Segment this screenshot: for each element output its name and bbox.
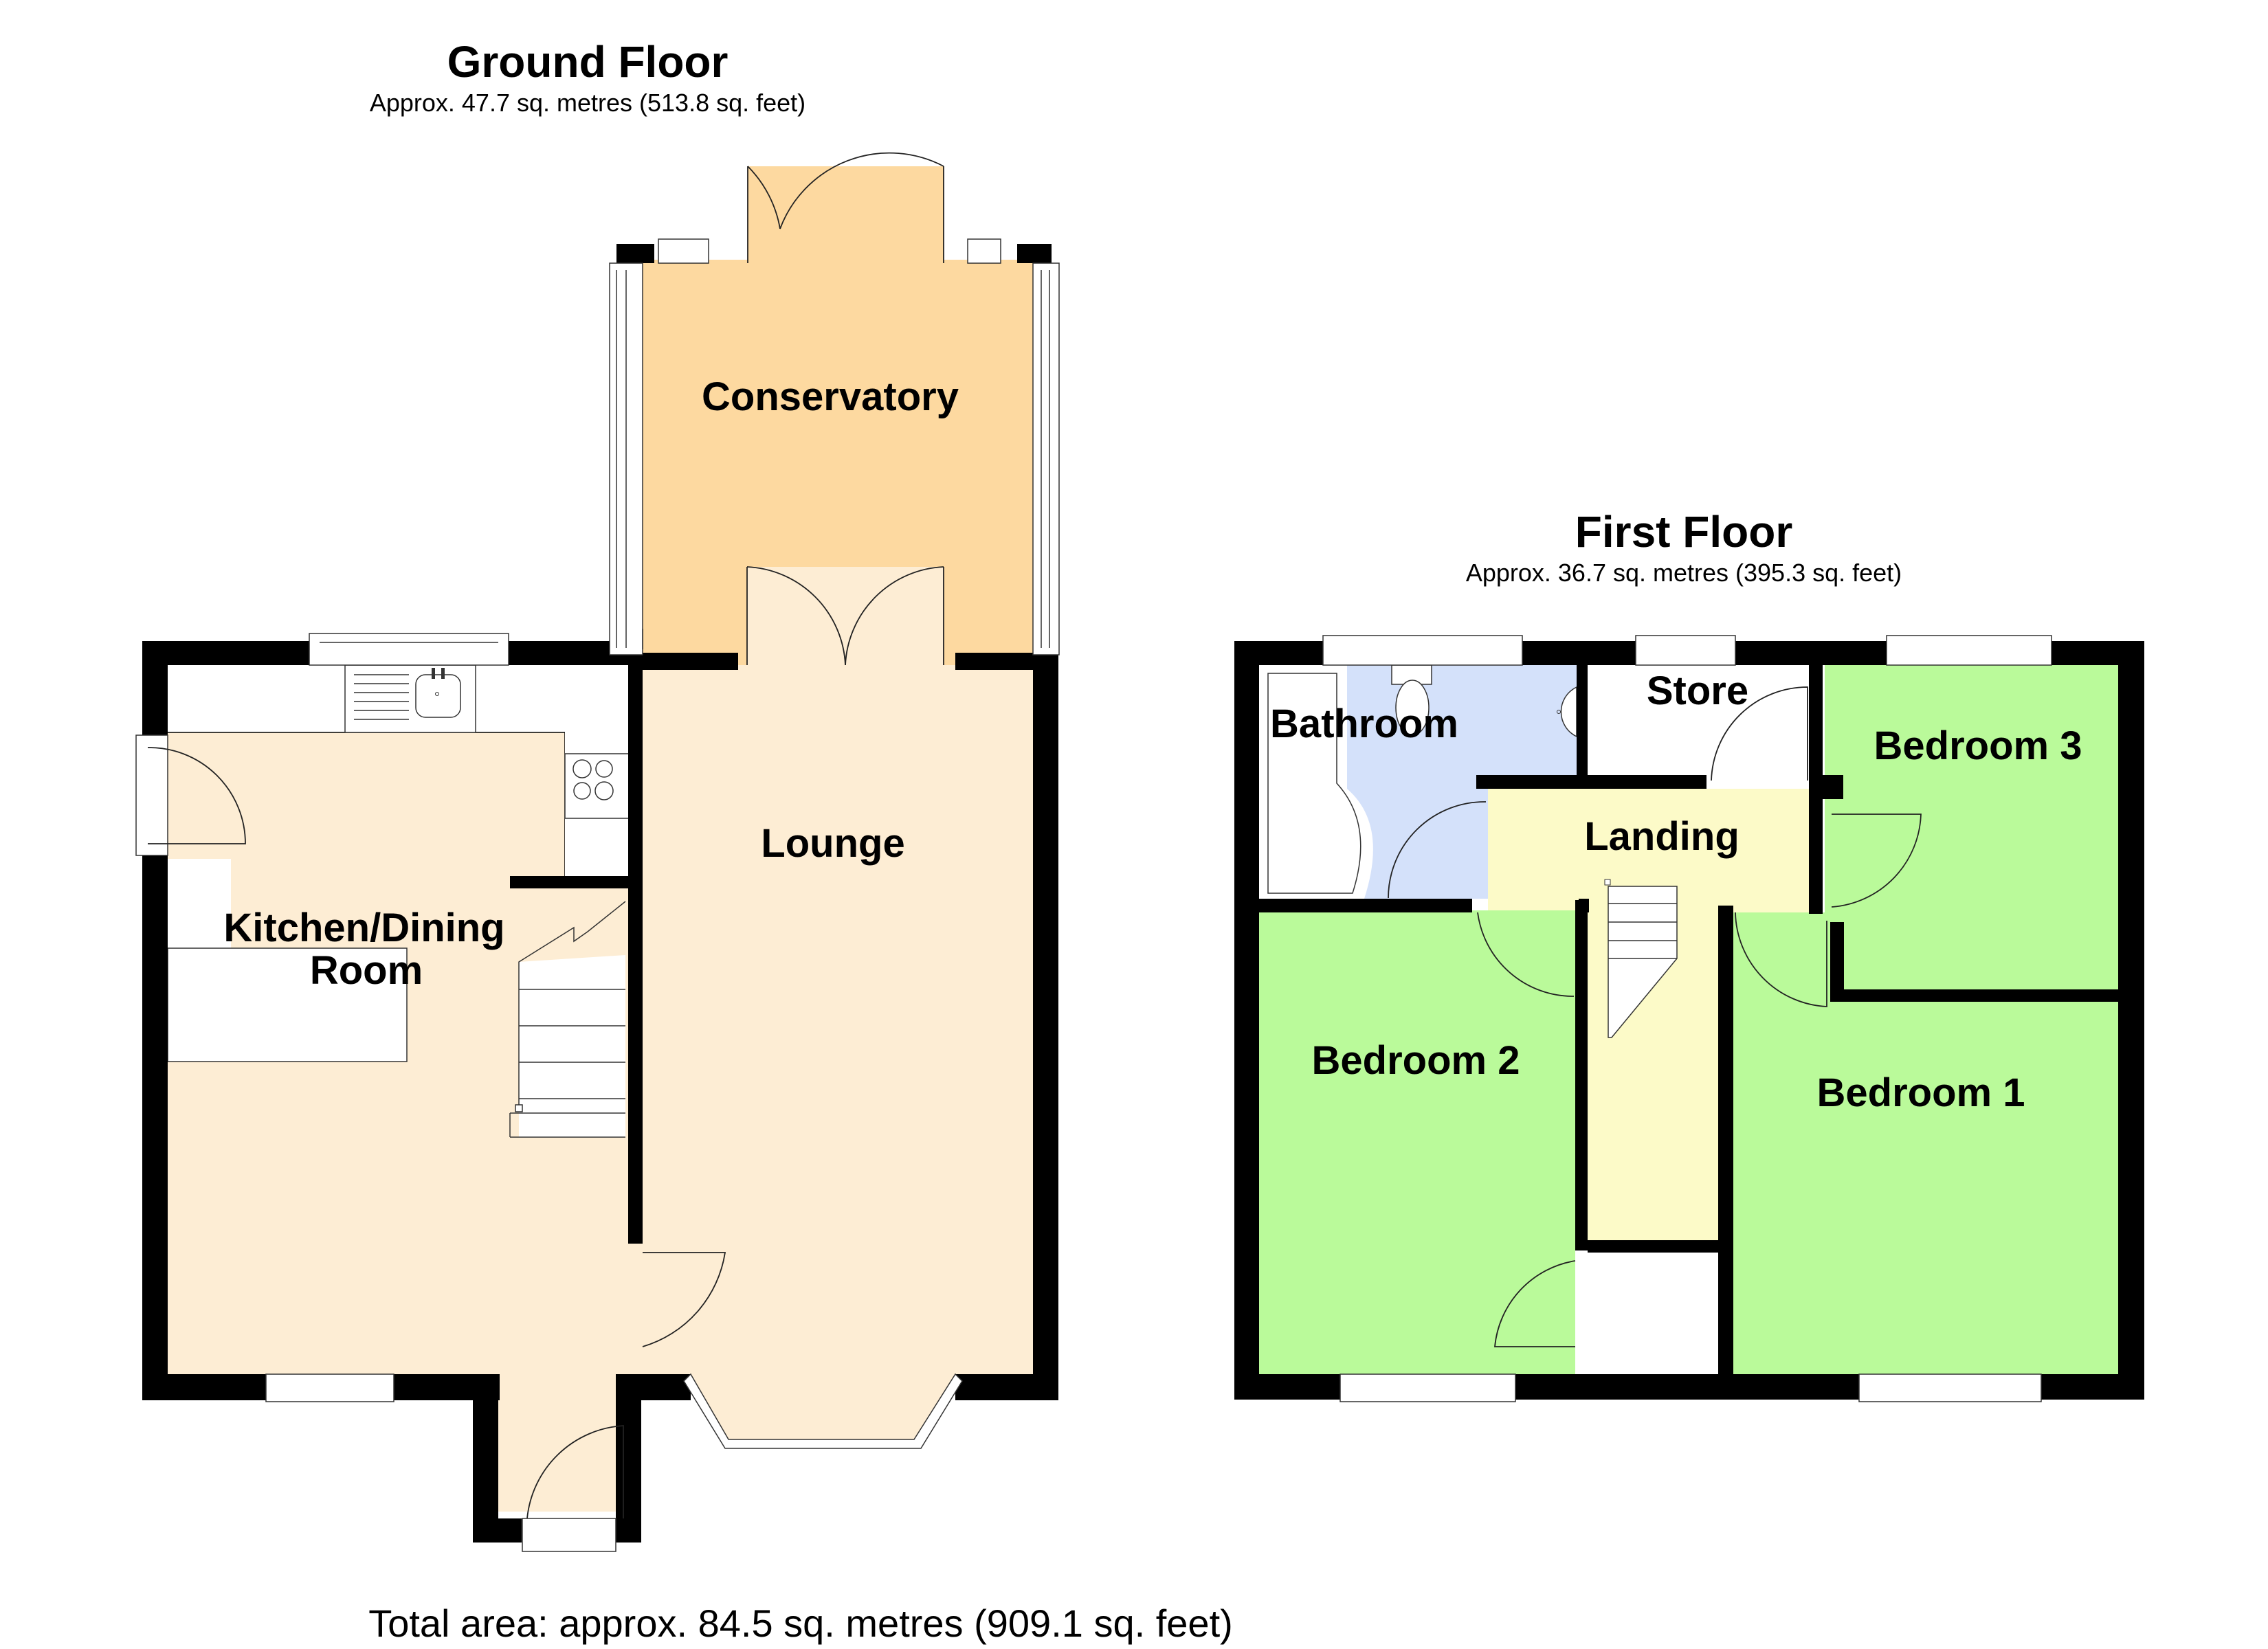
staircase-icon [509, 901, 626, 1138]
conservatory-label: Conservatory [702, 374, 959, 419]
bedroom-3-door-icon [1831, 814, 1922, 908]
kitchen-wall-stub [510, 876, 630, 888]
lounge-internal-door-icon [628, 1244, 726, 1374]
kitchen-side-door-icon [135, 734, 246, 856]
toilet-icon [1391, 664, 1432, 736]
first-floor-heading: First Floor Approx. 36.7 sq. metres (395… [1375, 510, 1993, 587]
bedroom-2-label: Bedroom 2 [1312, 1038, 1520, 1083]
basin-icon [1557, 686, 1577, 738]
conservatory-window-top-right [967, 238, 1001, 264]
bedroom-3-label: Bedroom 3 [1874, 723, 2082, 768]
first-floor-staircase-icon [1604, 879, 1678, 1038]
bathroom-label: Bathroom [1270, 702, 1458, 746]
bedroom-2-room[interactable] [1259, 910, 1575, 1374]
cupboard [1588, 1250, 1718, 1374]
bedroom-1-door-icon [1735, 912, 1827, 1007]
store-label: Store [1647, 669, 1748, 713]
kitchen-window-bottom [265, 1373, 394, 1402]
front-door-icon [522, 1425, 624, 1552]
conservatory-window-right [1032, 262, 1060, 655]
ground-floor-area: Approx. 47.7 sq. metres (513.8 sq. feet) [369, 89, 806, 117]
lounge-french-doors-icon [746, 566, 944, 666]
kitchen-window-top [309, 633, 509, 666]
conservatory-window-top-left [658, 238, 709, 264]
kitchen-label-line2: Room [310, 948, 423, 993]
landing-label: Landing [1584, 814, 1739, 859]
first-floor-windows [1322, 635, 2052, 1402]
ground-floor-title: Ground Floor [447, 37, 729, 87]
lounge-label: Lounge [761, 821, 904, 866]
conservatory-french-doors-icon [747, 152, 944, 263]
lounge-bay-window [683, 1373, 963, 1449]
bathroom-door-icon [1388, 801, 1487, 899]
store-door-icon [1711, 686, 1808, 781]
first-floor-title: First Floor [1575, 507, 1793, 557]
kitchen-sink-icon [344, 664, 476, 733]
store-room[interactable] [1588, 665, 1809, 775]
hallway [498, 1374, 630, 1512]
bath-icon [1259, 665, 1373, 899]
conservatory-door-bay [748, 166, 944, 262]
lounge-room[interactable] [643, 665, 1033, 1374]
conservatory-window-left [609, 262, 643, 655]
total-area: Total area: approx. 84.5 sq. metres (909… [368, 1602, 1233, 1645]
first-floor-plan [1234, 635, 2144, 1402]
cupboard-door-icon [1494, 1260, 1576, 1347]
kitchen-label-line1: Kitchen/Dining [223, 906, 504, 950]
bedroom-2-door-icon [1477, 912, 1575, 997]
hob-icon [564, 753, 630, 819]
lounge-bay [691, 1374, 955, 1439]
ground-floor-plan [135, 152, 1060, 1552]
first-floor-area: Approx. 36.7 sq. metres (395.3 sq. feet) [1465, 559, 1902, 587]
ground-floor-heading: Ground Floor Approx. 47.7 sq. metres (51… [206, 40, 969, 117]
kitchen-island [167, 947, 408, 1062]
bedroom-1-label: Bedroom 1 [1817, 1070, 2025, 1115]
